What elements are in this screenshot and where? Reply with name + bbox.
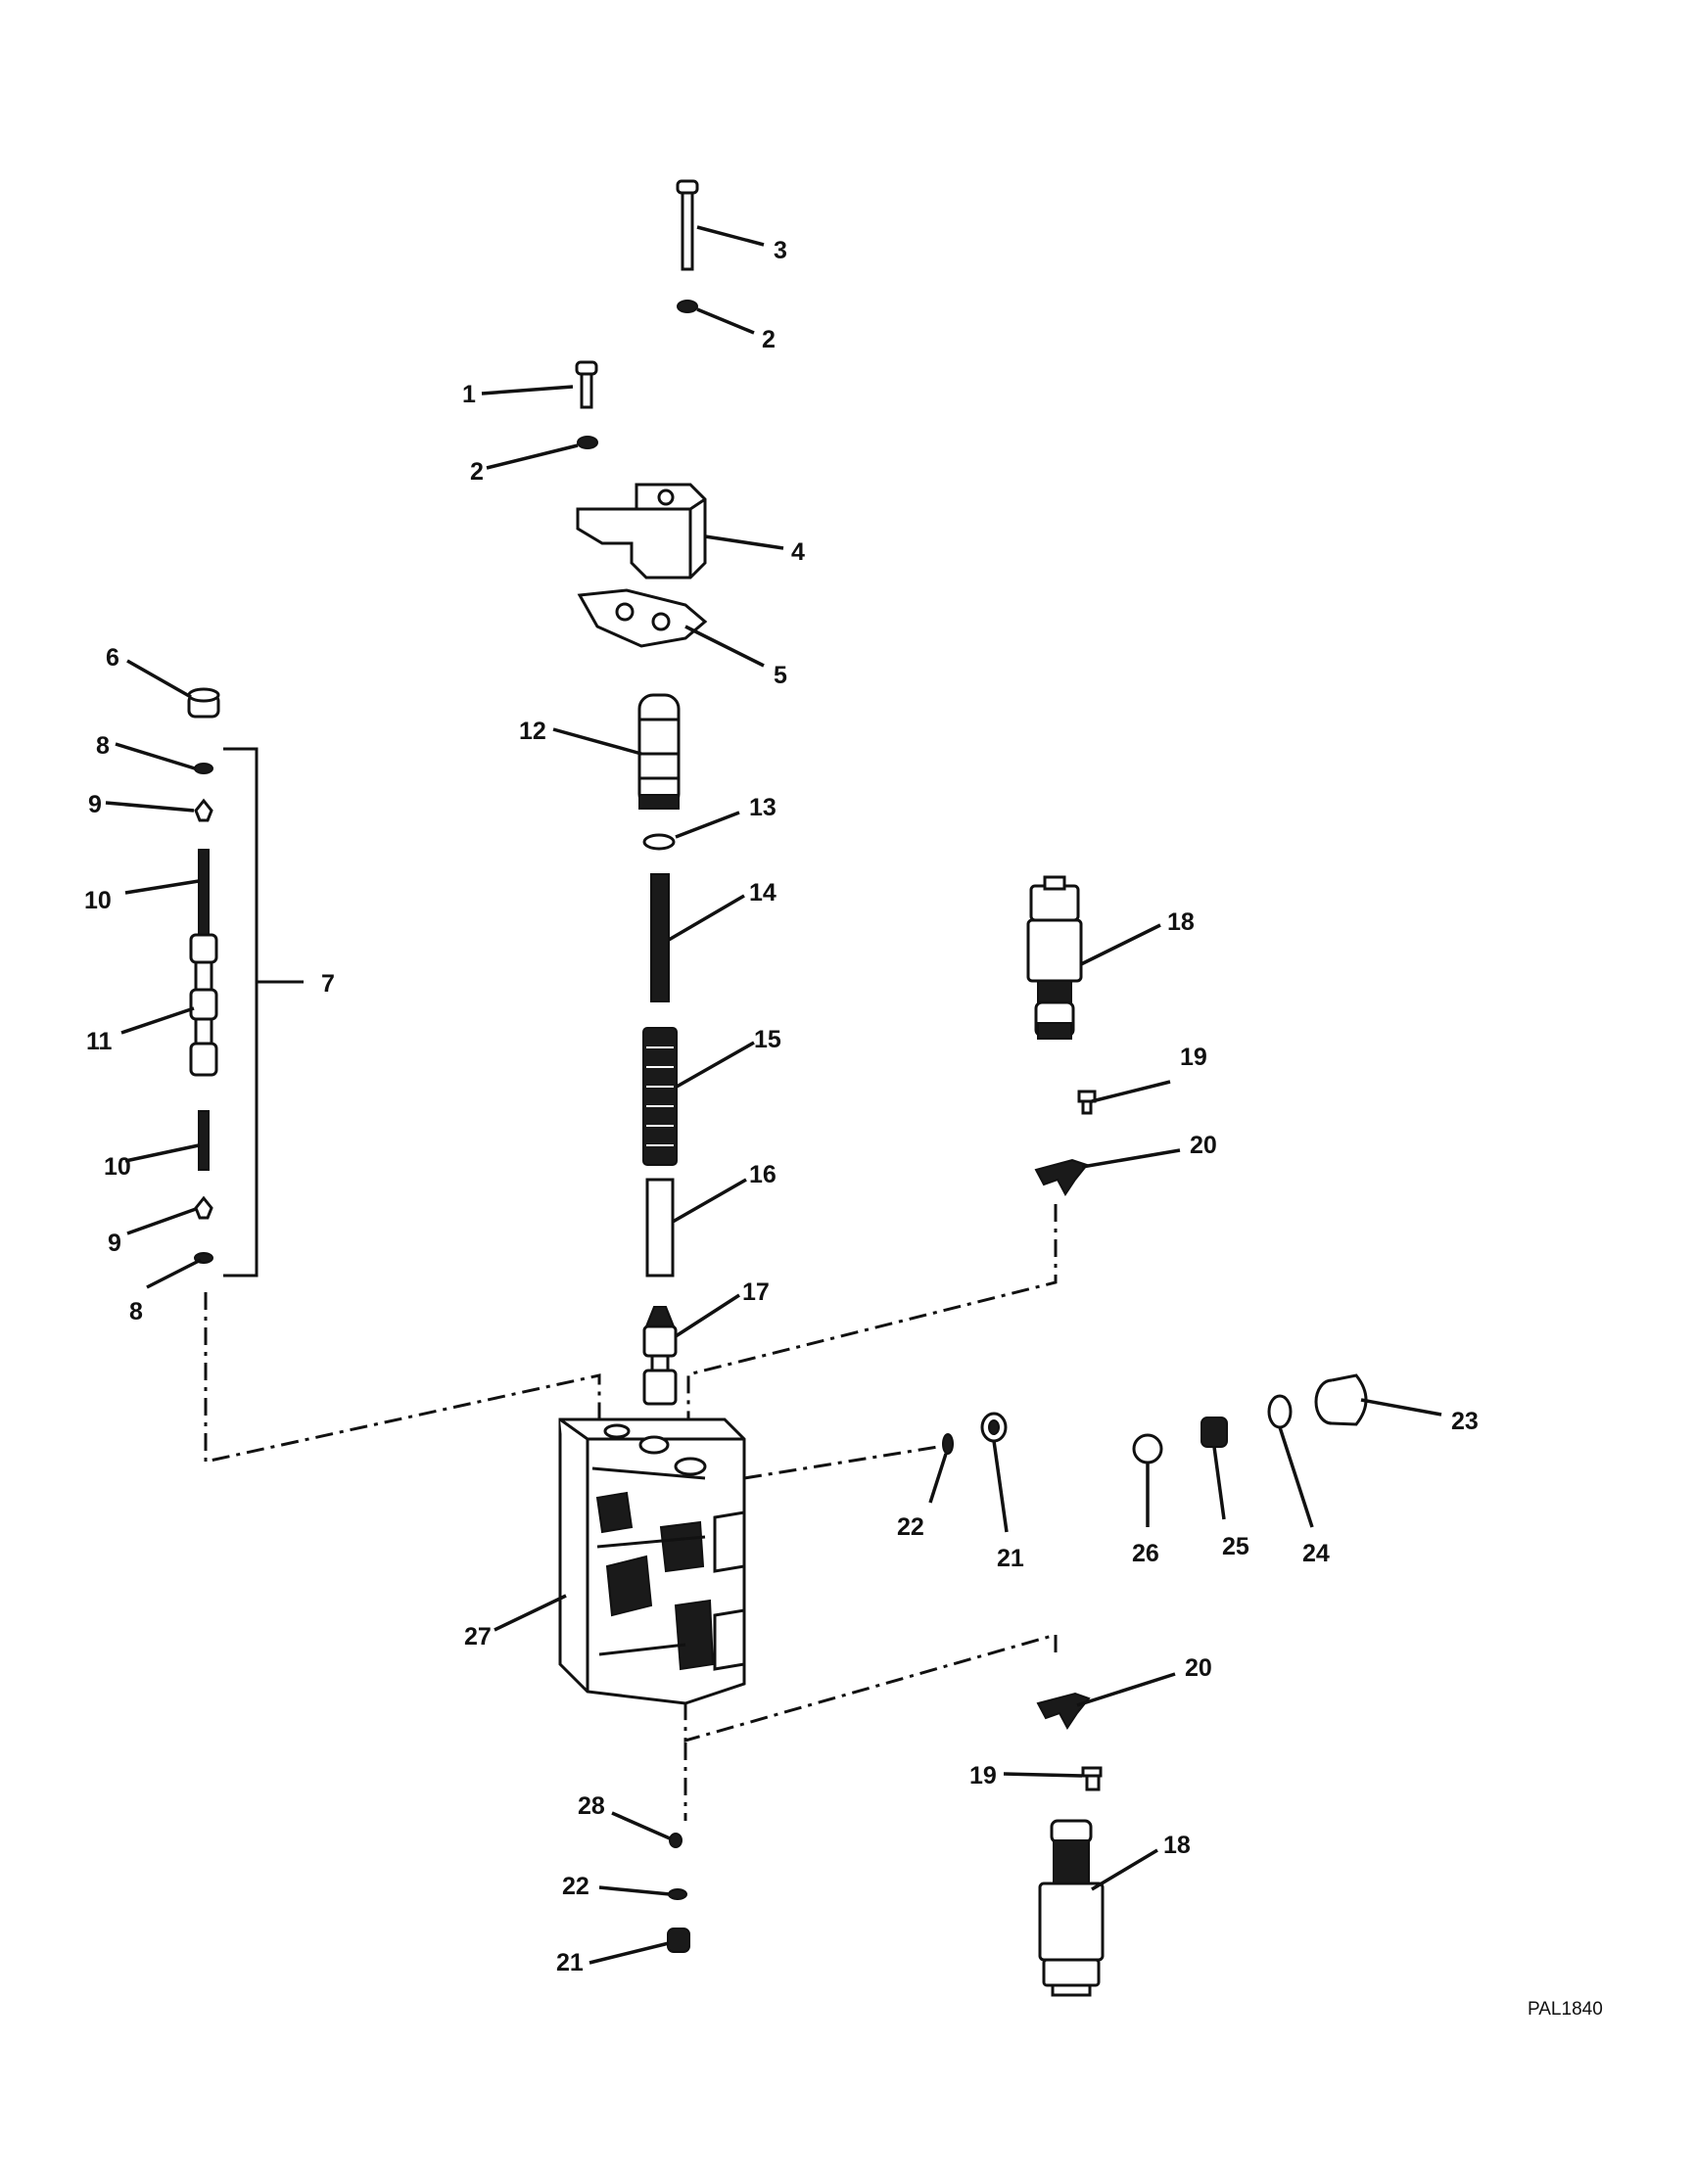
- part-22-seal-bottom: [668, 1888, 687, 1900]
- callout-labels: 1 2 2 3 4 5 6 7 8 8 9 9 10 10 11 12 13 1…: [84, 237, 1479, 1976]
- callout-7: 7: [321, 970, 335, 998]
- callout-19-top: 19: [1180, 1044, 1207, 1071]
- callout-16: 16: [749, 1161, 777, 1188]
- part-14-spring: [650, 873, 670, 1002]
- callout-20-bottom: 20: [1185, 1654, 1212, 1682]
- part-21-plug-bottom: [667, 1928, 690, 1953]
- part-11-spool: [189, 933, 218, 1077]
- callout-9-top: 9: [88, 791, 102, 818]
- part-17-valve: [642, 1306, 678, 1406]
- callout-8-top: 8: [96, 732, 110, 760]
- callout-14: 14: [749, 879, 777, 906]
- assembly-lines: [204, 1204, 1058, 1821]
- callout-6: 6: [106, 644, 119, 672]
- callout-23: 23: [1451, 1408, 1479, 1435]
- callout-18-bottom: 18: [1163, 1832, 1191, 1859]
- part-20-clip-bottom: [1036, 1692, 1091, 1730]
- callout-11: 11: [86, 1028, 113, 1055]
- callout-12: 12: [519, 718, 546, 745]
- callout-2-top: 2: [762, 326, 776, 353]
- part-28-ball: [669, 1833, 683, 1848]
- part-4-housing: [576, 483, 707, 580]
- part-7-bracket: [223, 747, 304, 1278]
- callout-18-top: 18: [1167, 908, 1195, 936]
- part-3-long-bolt: [676, 179, 699, 271]
- callout-8-bottom: 8: [129, 1298, 143, 1325]
- leader-lines: [105, 225, 1442, 1965]
- part-13-washer: [642, 833, 676, 851]
- part-8-plug-top: [194, 763, 213, 774]
- callout-1: 1: [462, 381, 476, 408]
- callout-26: 26: [1132, 1540, 1159, 1567]
- part-2-washer-left: [577, 436, 598, 449]
- part-23-plug-large: [1314, 1373, 1368, 1426]
- part-12-piston: [637, 693, 681, 810]
- part-6-cap: [187, 687, 220, 719]
- callout-28: 28: [578, 1792, 605, 1820]
- callout-5: 5: [774, 662, 787, 689]
- callout-25: 25: [1222, 1533, 1249, 1560]
- callout-22-bottom: 22: [562, 1873, 589, 1900]
- callout-21-right: 21: [997, 1545, 1024, 1572]
- callout-2-left: 2: [470, 458, 484, 486]
- part-26-ball: [1132, 1433, 1163, 1464]
- part-9-seal-top: [194, 798, 213, 822]
- part-21-plug-right: [980, 1412, 1008, 1443]
- part-1-short-bolt: [575, 360, 598, 409]
- part-16-pin: [645, 1178, 675, 1278]
- part-20-clip-top: [1034, 1158, 1089, 1196]
- callout-4: 4: [791, 538, 805, 566]
- part-15-spring: [642, 1027, 678, 1166]
- callout-19-bottom: 19: [969, 1762, 997, 1789]
- part-27-valve-body: [558, 1417, 746, 1705]
- callout-21-bottom: 21: [556, 1949, 584, 1976]
- callout-27: 27: [464, 1623, 492, 1650]
- part-24-o-ring: [1267, 1394, 1293, 1429]
- part-2-washer-top: [677, 300, 698, 313]
- part-22-seal-right: [942, 1433, 954, 1455]
- part-18-solenoid-bottom: [1038, 1819, 1105, 1997]
- part-9-seal-bottom: [194, 1195, 213, 1220]
- part-18-solenoid-top: [1026, 875, 1083, 1040]
- part-19-screw-top: [1077, 1090, 1097, 1115]
- part-25-filter: [1201, 1417, 1228, 1448]
- callout-10-top: 10: [84, 887, 112, 914]
- part-10-rod-top: [198, 849, 210, 946]
- callout-10-bottom: 10: [104, 1153, 131, 1181]
- callout-9-bottom: 9: [108, 1230, 121, 1257]
- callout-24: 24: [1302, 1540, 1330, 1567]
- callout-20-top: 20: [1190, 1132, 1217, 1159]
- callout-15: 15: [754, 1026, 781, 1053]
- part-5-gasket: [577, 588, 708, 648]
- part-10-rod-bottom: [198, 1110, 210, 1171]
- part-19-screw-bottom: [1081, 1766, 1103, 1791]
- callout-17: 17: [742, 1278, 770, 1306]
- callout-13: 13: [749, 794, 777, 821]
- callout-22-right: 22: [897, 1513, 924, 1541]
- callout-3: 3: [774, 237, 787, 264]
- reference-code: PAL1840: [1528, 1999, 1603, 2020]
